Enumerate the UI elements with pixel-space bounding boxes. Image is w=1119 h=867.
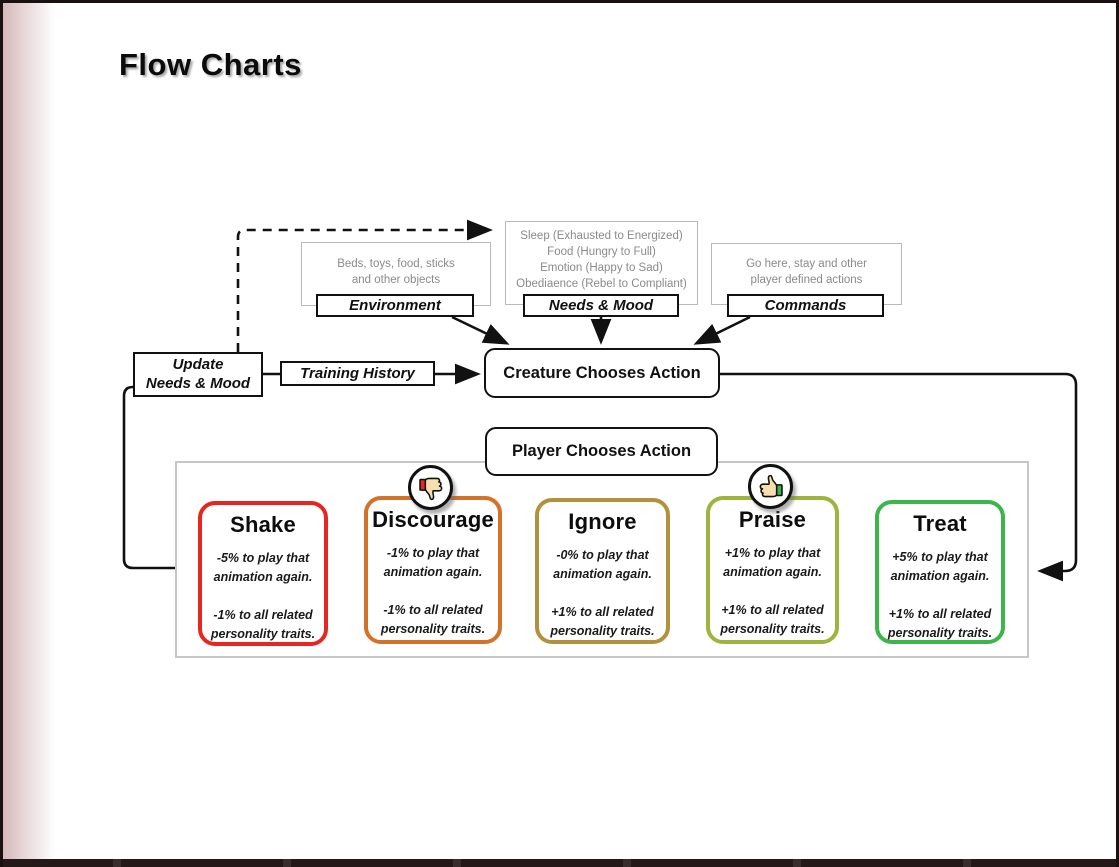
- action-effect-2: -1% to all related personality traits.: [210, 608, 316, 641]
- training-history-box: Training History: [280, 361, 435, 386]
- action-effect-2: +1% to all related personality traits.: [550, 605, 655, 638]
- action-card-praise: Praise +1% to play that animation again.…: [706, 496, 839, 644]
- action-title: Treat: [913, 511, 967, 536]
- action-effect-2: -1% to all related personality traits.: [380, 603, 486, 636]
- thumbs-up-icon: [748, 464, 793, 509]
- action-effect-2: +1% to all related personality traits.: [887, 607, 993, 640]
- action-effect-1: -5% to play that animation again.: [213, 551, 313, 584]
- needs-mood-label: Needs & Mood: [523, 294, 679, 317]
- action-title: Shake: [230, 512, 296, 537]
- action-title: Praise: [738, 507, 807, 532]
- page-title: Flow Charts: [119, 47, 302, 82]
- action-effect-1: -1% to play that animation again.: [383, 546, 483, 579]
- bottom-edge-band: [3, 859, 1116, 867]
- action-effect-1: +5% to play that animation again.: [890, 550, 990, 583]
- action-effect-1: +1% to play that animation again.: [723, 546, 822, 579]
- action-title: Discourage: [372, 507, 494, 532]
- environment-label: Environment: [316, 294, 474, 317]
- action-card-shake: Shake -5% to play that animation again. …: [198, 501, 328, 646]
- action-card-treat: Treat +5% to play that animation again. …: [875, 500, 1005, 644]
- update-needs-mood-box: Update Needs & Mood: [133, 352, 263, 397]
- player-chooses-action-box: Player Chooses Action: [485, 427, 718, 476]
- action-card-ignore: Ignore -0% to play that animation again.…: [535, 498, 670, 644]
- left-edge-gradient: [3, 3, 55, 867]
- needs-mood-note: Sleep (Exhausted to Energized) Food (Hun…: [505, 221, 698, 305]
- action-title: Ignore: [568, 509, 637, 534]
- action-effect-2: +1% to all related personality traits.: [720, 603, 825, 636]
- creature-chooses-action-box: Creature Chooses Action: [484, 348, 720, 398]
- thumbs-down-icon: [408, 465, 453, 510]
- commands-label: Commands: [727, 294, 884, 317]
- action-card-discourage: Discourage -1% to play that animation ag…: [364, 496, 502, 644]
- action-effect-1: -0% to play that animation again.: [553, 548, 652, 581]
